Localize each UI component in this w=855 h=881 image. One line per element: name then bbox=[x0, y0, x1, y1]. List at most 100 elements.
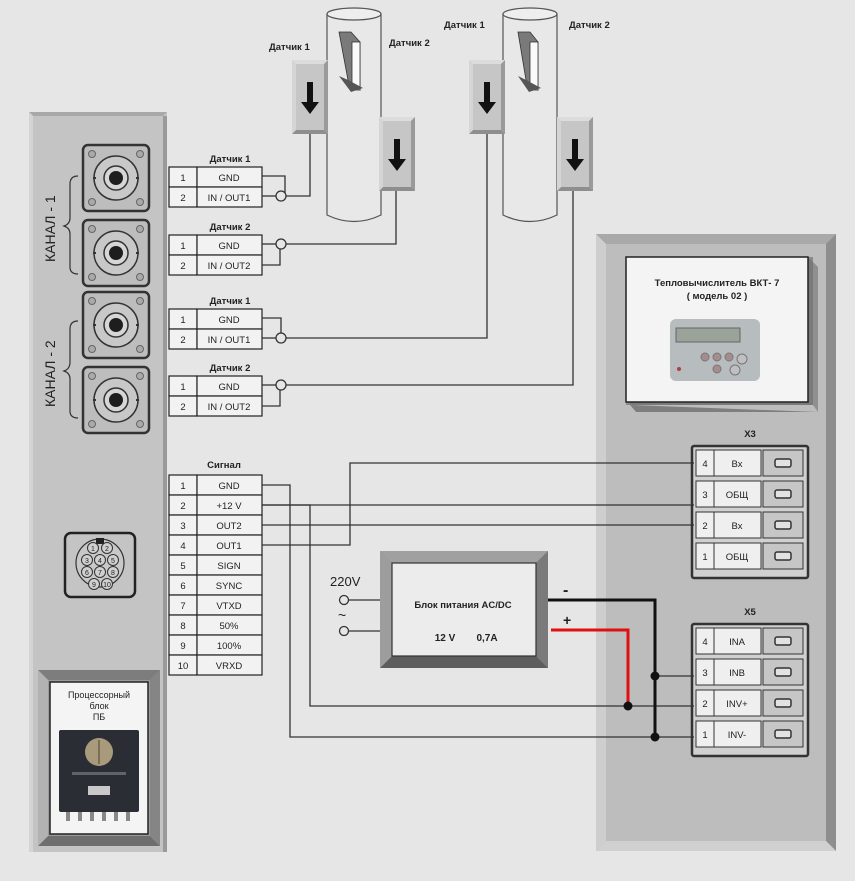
connector-pin-label: 4 bbox=[98, 558, 102, 565]
terminal-row: 1 GND bbox=[168, 474, 263, 496]
terminal-pin-number: 7 bbox=[180, 601, 185, 612]
processor-block: Процессорный блок ПБ bbox=[38, 670, 160, 846]
terminal-pin-number: 2 bbox=[180, 335, 185, 346]
connector-pin: 4 bbox=[94, 554, 106, 566]
terminal-pin-number: 8 bbox=[180, 621, 185, 632]
terminal-pin-name: SIGN bbox=[217, 561, 240, 572]
terminal-pin-name: GND bbox=[218, 173, 239, 184]
junction-node bbox=[275, 190, 287, 202]
ac-symbol: ~ bbox=[338, 607, 346, 623]
terminal-pin-name: GND bbox=[218, 481, 239, 492]
terminal-pin-name: INV+ bbox=[726, 699, 748, 710]
connector-pin: 5 bbox=[107, 554, 119, 566]
terminal-pin-name: INV- bbox=[728, 730, 746, 741]
terminal-pin-number: 6 bbox=[180, 581, 185, 592]
junction-dot bbox=[650, 732, 660, 742]
power-supply-box: Блок питания AC/DC 12 V 0,7A bbox=[380, 551, 548, 668]
terminal-pin-number: 3 bbox=[702, 490, 707, 501]
terminal-pin-name: IN / OUT2 bbox=[208, 402, 251, 413]
junction-node bbox=[275, 379, 287, 391]
screw-slot-icon bbox=[774, 520, 792, 530]
junction-node bbox=[275, 332, 287, 344]
terminal-pin-number: 10 bbox=[178, 661, 189, 672]
terminal-pin-number: 2 bbox=[180, 261, 185, 272]
channel1-brace bbox=[62, 175, 79, 275]
terminal-pin-number: 1 bbox=[180, 315, 185, 326]
terminal-pin-name: 50% bbox=[219, 621, 239, 632]
connector-pin: 1 bbox=[87, 542, 99, 554]
calculator-device-image bbox=[670, 319, 760, 381]
pipe1-sensor2 bbox=[379, 117, 415, 191]
connector-pin-label: 3 bbox=[85, 558, 89, 565]
channel2-brace bbox=[62, 320, 79, 419]
terminal-pin-name: VRXD bbox=[216, 661, 243, 672]
connector-pin: 6 bbox=[81, 566, 93, 578]
terminal-row: 2 +12 V bbox=[168, 494, 263, 516]
terminal-block-title: X5 bbox=[744, 607, 756, 618]
terminal-pin-name: ОБЩ bbox=[726, 490, 749, 501]
connector-pin: 10 bbox=[101, 578, 113, 590]
terminal-block-title: X3 bbox=[744, 429, 756, 440]
terminal-pin-name: VTXD bbox=[216, 601, 241, 612]
terminal-pin-name: SYNC bbox=[216, 581, 243, 592]
junction-node bbox=[275, 238, 287, 250]
negative-wire bbox=[548, 598, 657, 737]
heat-calculator-box: Тепловычислитель ВКТ- 7 ( модель 02 ) bbox=[625, 256, 818, 412]
power-supply-title: Блок питания AC/DC bbox=[414, 600, 511, 611]
terminal-pin-name: INA bbox=[729, 637, 746, 648]
terminal-pin-number: 2 bbox=[180, 501, 185, 512]
connector-pin: 8 bbox=[107, 566, 119, 578]
terminal-pin-name: +12 V bbox=[216, 501, 242, 512]
terminal-block-title: Сигнал bbox=[207, 460, 241, 471]
bnc-connector-ch1-1 bbox=[81, 143, 151, 213]
terminal-pin-number: 1 bbox=[702, 552, 707, 563]
terminal-pin-number: 1 bbox=[180, 481, 185, 492]
terminal-pin-number: 2 bbox=[702, 521, 707, 532]
positive-wire bbox=[551, 628, 630, 706]
bnc-connector-ch1-2 bbox=[81, 218, 151, 288]
terminal-pin-number: 3 bbox=[180, 521, 185, 532]
terminal-pin-name: OUT1 bbox=[216, 541, 241, 552]
mains-terminal-2 bbox=[338, 625, 350, 637]
terminal-row: 10 VRXD bbox=[168, 654, 263, 676]
processor-title-line3: ПБ bbox=[93, 712, 105, 722]
power-supply-voltage: 12 V bbox=[435, 633, 456, 644]
pipe1-sensor1-label: Датчик 1 bbox=[269, 42, 310, 53]
mains-input-label: 220V bbox=[330, 574, 361, 589]
plus-sign: + bbox=[563, 612, 571, 628]
screw-slot-icon bbox=[774, 729, 792, 739]
connector-pin: 9 bbox=[88, 578, 100, 590]
terminal-row: 6 SYNC bbox=[168, 574, 263, 596]
flow-direction-icon bbox=[517, 31, 541, 92]
connector-pin-label: 1 bbox=[91, 546, 95, 553]
wires bbox=[262, 134, 694, 738]
calculator-model: ( модель 02 ) bbox=[687, 291, 748, 302]
terminal-pin-name: IN / OUT1 bbox=[208, 193, 251, 204]
terminal-block-title: Датчик 1 bbox=[210, 154, 251, 165]
processor-title-line1: Процессорный bbox=[68, 690, 130, 700]
junction-dot bbox=[623, 701, 633, 711]
connector-pin: 7 bbox=[94, 566, 106, 578]
connector-pin-label: 5 bbox=[111, 558, 115, 565]
terminal-pin-number: 2 bbox=[180, 193, 185, 204]
pipe2-sensor2-label: Датчик 2 bbox=[569, 20, 610, 31]
pipe2-sensor1-label: Датчик 1 bbox=[444, 20, 485, 31]
junction-dot bbox=[650, 671, 660, 681]
